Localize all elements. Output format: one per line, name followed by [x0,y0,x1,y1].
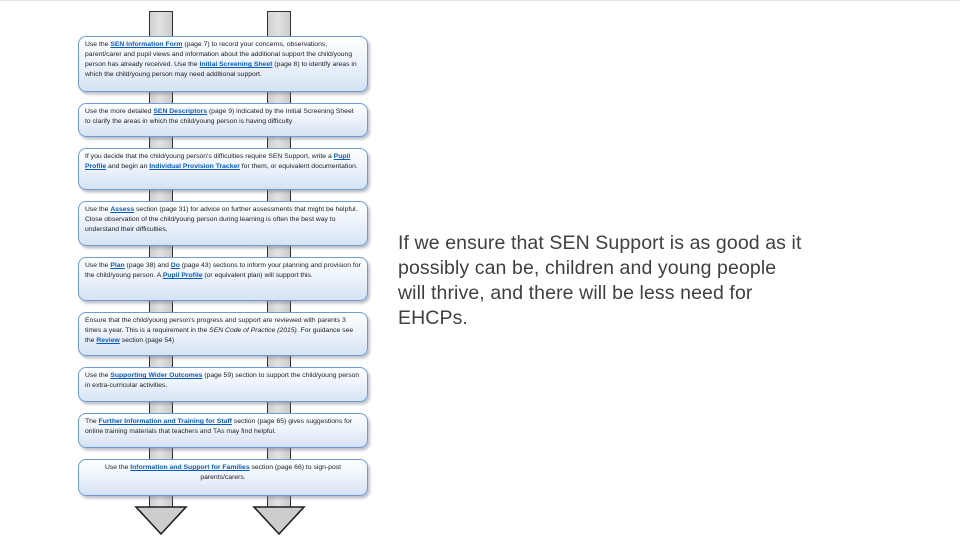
doc-link[interactable]: SEN Descriptors [153,108,208,115]
box-text: Use the [85,262,111,269]
flow-box-6: Ensure that the child/young person's pro… [78,312,368,356]
box-text: Use the [85,206,111,213]
doc-link[interactable]: SEN Information Form [110,41,183,48]
box-text: (page 38) and [124,262,171,269]
box-text: Ensure that the child/young person's pro… [85,317,346,334]
box-text: and begin an [106,163,150,170]
flow-box-3: If you decide that the child/young perso… [78,148,368,190]
box-text: (page 9) indicated by the Initial Screen… [85,108,354,125]
callout-line: If we ensure that SEN Support is as good… [398,232,802,254]
box-text: (page 43) sections to inform your planni… [85,262,361,279]
doc-link[interactable]: Individual Provision Tracker [149,163,240,170]
box-text: Use the more detailed [85,108,154,115]
callout-line: EHCPs. [398,307,468,329]
down-arrowhead-right-icon [252,506,306,536]
box-text: Use the [104,464,131,471]
flow-box-5: Use the Plan (page 38) and Do (page 43) … [78,257,368,301]
flow-box-9: Use the Information and Support for Fami… [78,459,368,496]
down-arrowhead-left-icon [134,506,188,536]
box-text: for them, or equivalent documentation. [239,163,358,170]
callout-line: will thrive, and there will be less need… [398,282,753,304]
box-text: . For guidance see the [85,327,354,344]
flow-box-8: The Further Information and Training for… [78,413,368,448]
doc-link[interactable]: Assess [110,206,135,213]
box-text: Use the [85,41,111,48]
callout-line: possibly can be, children and young peop… [398,257,777,279]
flow-box-1: Use the SEN Information Form (page 7) to… [78,36,368,92]
doc-link[interactable]: Do [170,262,180,269]
doc-link[interactable]: Review [96,337,120,344]
flow-boxes: Use the SEN Information Form (page 7) to… [78,36,368,507]
box-text: section (page 54) [119,337,175,344]
box-text: section (page 66) to sign-post parents/c… [200,464,342,481]
box-text: (or equivalent plan) will support this. [202,272,313,279]
box-text: Use the [85,372,111,379]
box-text: (page 59) section to support the child/y… [85,372,360,389]
flow-box-7: Use the Supporting Wider Outcomes (page … [78,367,368,402]
box-text: SEN Code of Practice (2015) [209,327,297,334]
box-text: The [85,418,99,425]
summary-callout: If we ensure that SEN Support is as good… [398,231,848,331]
doc-link[interactable]: Pupil Profile [85,153,351,170]
doc-link[interactable]: Information and Support for Families [130,464,250,471]
doc-link[interactable]: Initial Screening Sheet [199,61,273,68]
box-text: section (page 65) gives suggestions for … [85,418,353,435]
doc-link[interactable]: Further Information and Training for Sta… [98,418,232,425]
box-text: If you decide that the child/young perso… [85,153,334,160]
doc-link[interactable]: Supporting Wider Outcomes [110,372,203,379]
box-text: (page 8) to identify areas in which the … [85,61,357,78]
flow-box-4: Use the Assess section (page 31) for adv… [78,201,368,246]
doc-link[interactable]: Pupil Profile [162,272,203,279]
flowchart: Use the SEN Information Form (page 7) to… [0,1,420,541]
box-text: section (page 31) for advice on further … [85,206,358,233]
doc-link[interactable]: Plan [110,262,125,269]
flow-box-2: Use the more detailed SEN Descriptors (p… [78,103,368,137]
box-text: (page 7) to record your concerns, observ… [85,41,353,68]
